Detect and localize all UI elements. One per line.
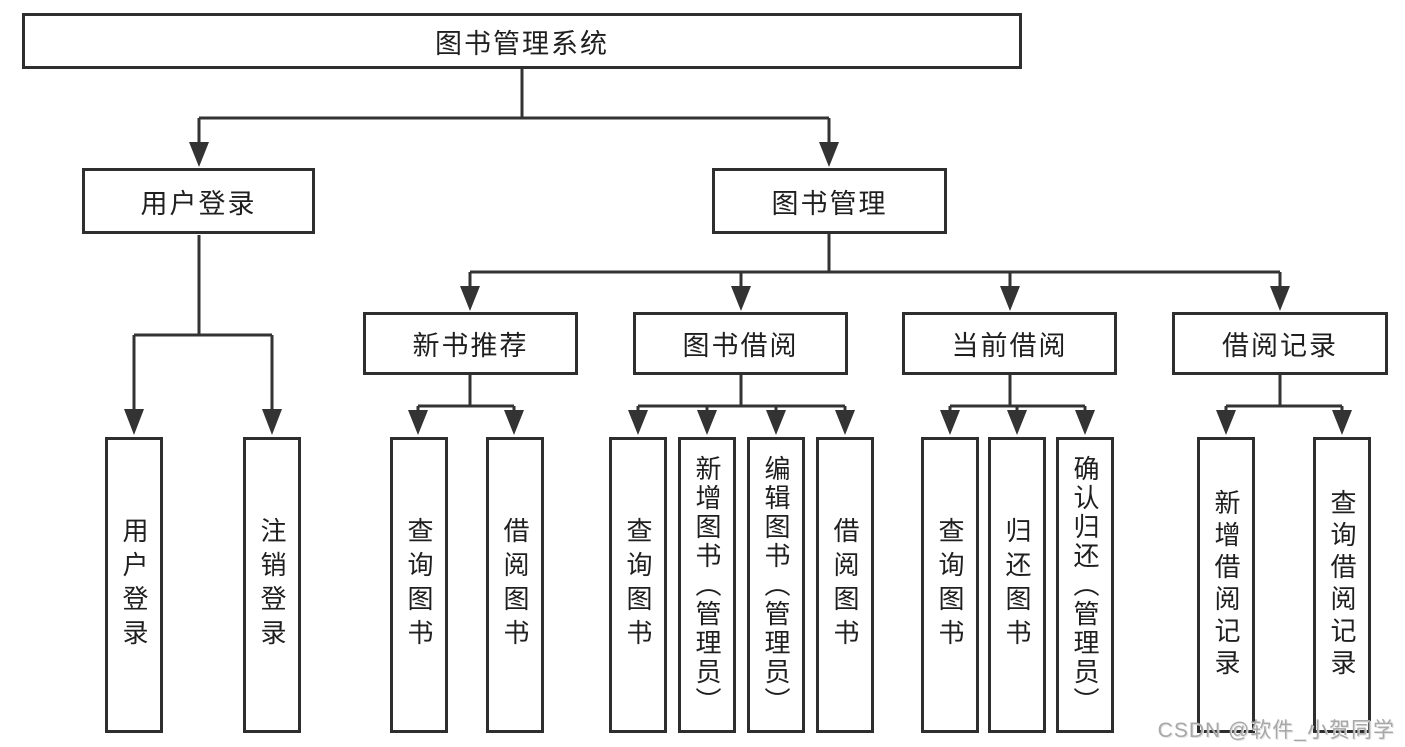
- connector-borrow-record-to-leaves: [1216, 374, 1352, 435]
- node-current-borrow-label: 当前借阅: [951, 331, 1068, 361]
- node-leaf-query-books-3-label: 查询图书: [935, 517, 965, 653]
- node-leaf-query-books-1-label: 查询图书: [404, 517, 434, 653]
- node-leaf-borrow-books-1-label: 借阅图书: [500, 517, 530, 653]
- node-leaf-borrow-books-1: 借阅图书: [486, 437, 544, 733]
- node-root-label: 图书管理系统: [435, 28, 609, 59]
- node-leaf-user-login: 用户登录: [105, 437, 163, 733]
- node-leaf-add-book-label: 新增图书（管理员）: [692, 454, 722, 716]
- node-leaf-return-book: 归还图书: [988, 437, 1046, 733]
- connector-user-login-to-leaves: [124, 235, 282, 435]
- node-leaf-borrow-books-2-label: 借阅图书: [830, 517, 860, 653]
- node-leaf-query-borrow-record: 查询借阅记录: [1313, 437, 1371, 733]
- node-leaf-logout-label: 注销登录: [257, 517, 287, 653]
- node-leaf-confirm-return: 确认归还（管理员）: [1056, 437, 1114, 733]
- node-leaf-add-borrow-record-label: 新增借阅记录: [1211, 489, 1241, 681]
- connector-root-to-level1: [189, 69, 839, 167]
- node-leaf-logout: 注销登录: [243, 437, 301, 733]
- node-leaf-add-book: 新增图书（管理员）: [678, 437, 736, 733]
- node-user-login: 用户登录: [82, 168, 315, 234]
- node-borrow-record-label: 借阅记录: [1222, 331, 1338, 361]
- node-new-book-rec: 新书推荐: [363, 312, 578, 375]
- node-leaf-user-login-label: 用户登录: [119, 517, 149, 653]
- node-leaf-confirm-return-label: 确认归还（管理员）: [1070, 454, 1100, 716]
- node-leaf-query-borrow-record-label: 查询借阅记录: [1327, 489, 1357, 681]
- node-leaf-borrow-books-2: 借阅图书: [816, 437, 874, 733]
- watermark: CSDN @软件_小贺同学: [1157, 719, 1395, 742]
- node-book-mgmt: 图书管理: [712, 168, 947, 234]
- node-leaf-query-books-2: 查询图书: [609, 437, 667, 733]
- node-new-book-rec-label: 新书推荐: [412, 331, 529, 361]
- node-root: 图书管理系统: [22, 13, 1022, 69]
- node-leaf-query-books-1: 查询图书: [390, 437, 448, 733]
- node-current-borrow: 当前借阅: [902, 312, 1117, 375]
- node-leaf-edit-book: 编辑图书（管理员）: [747, 437, 805, 733]
- node-leaf-query-books-3: 查询图书: [921, 437, 979, 733]
- connector-book-borrow-to-leaves: [628, 374, 855, 435]
- node-book-borrow-label: 图书借阅: [682, 331, 799, 361]
- node-borrow-record: 借阅记录: [1172, 312, 1388, 375]
- connector-current-borrow-to-leaves: [940, 374, 1095, 435]
- connector-new-book-rec-to-leaves: [408, 374, 524, 435]
- node-leaf-edit-book-label: 编辑图书（管理员）: [761, 454, 791, 716]
- node-leaf-add-borrow-record: 新增借阅记录: [1197, 437, 1255, 733]
- connector-book-mgmt-to-level2: [460, 234, 1290, 311]
- node-user-login-label: 用户登录: [140, 188, 257, 219]
- node-book-mgmt-label: 图书管理: [771, 188, 888, 219]
- node-leaf-query-books-2-label: 查询图书: [623, 517, 653, 653]
- node-book-borrow: 图书借阅: [633, 312, 848, 375]
- node-leaf-return-book-label: 归还图书: [1002, 517, 1032, 653]
